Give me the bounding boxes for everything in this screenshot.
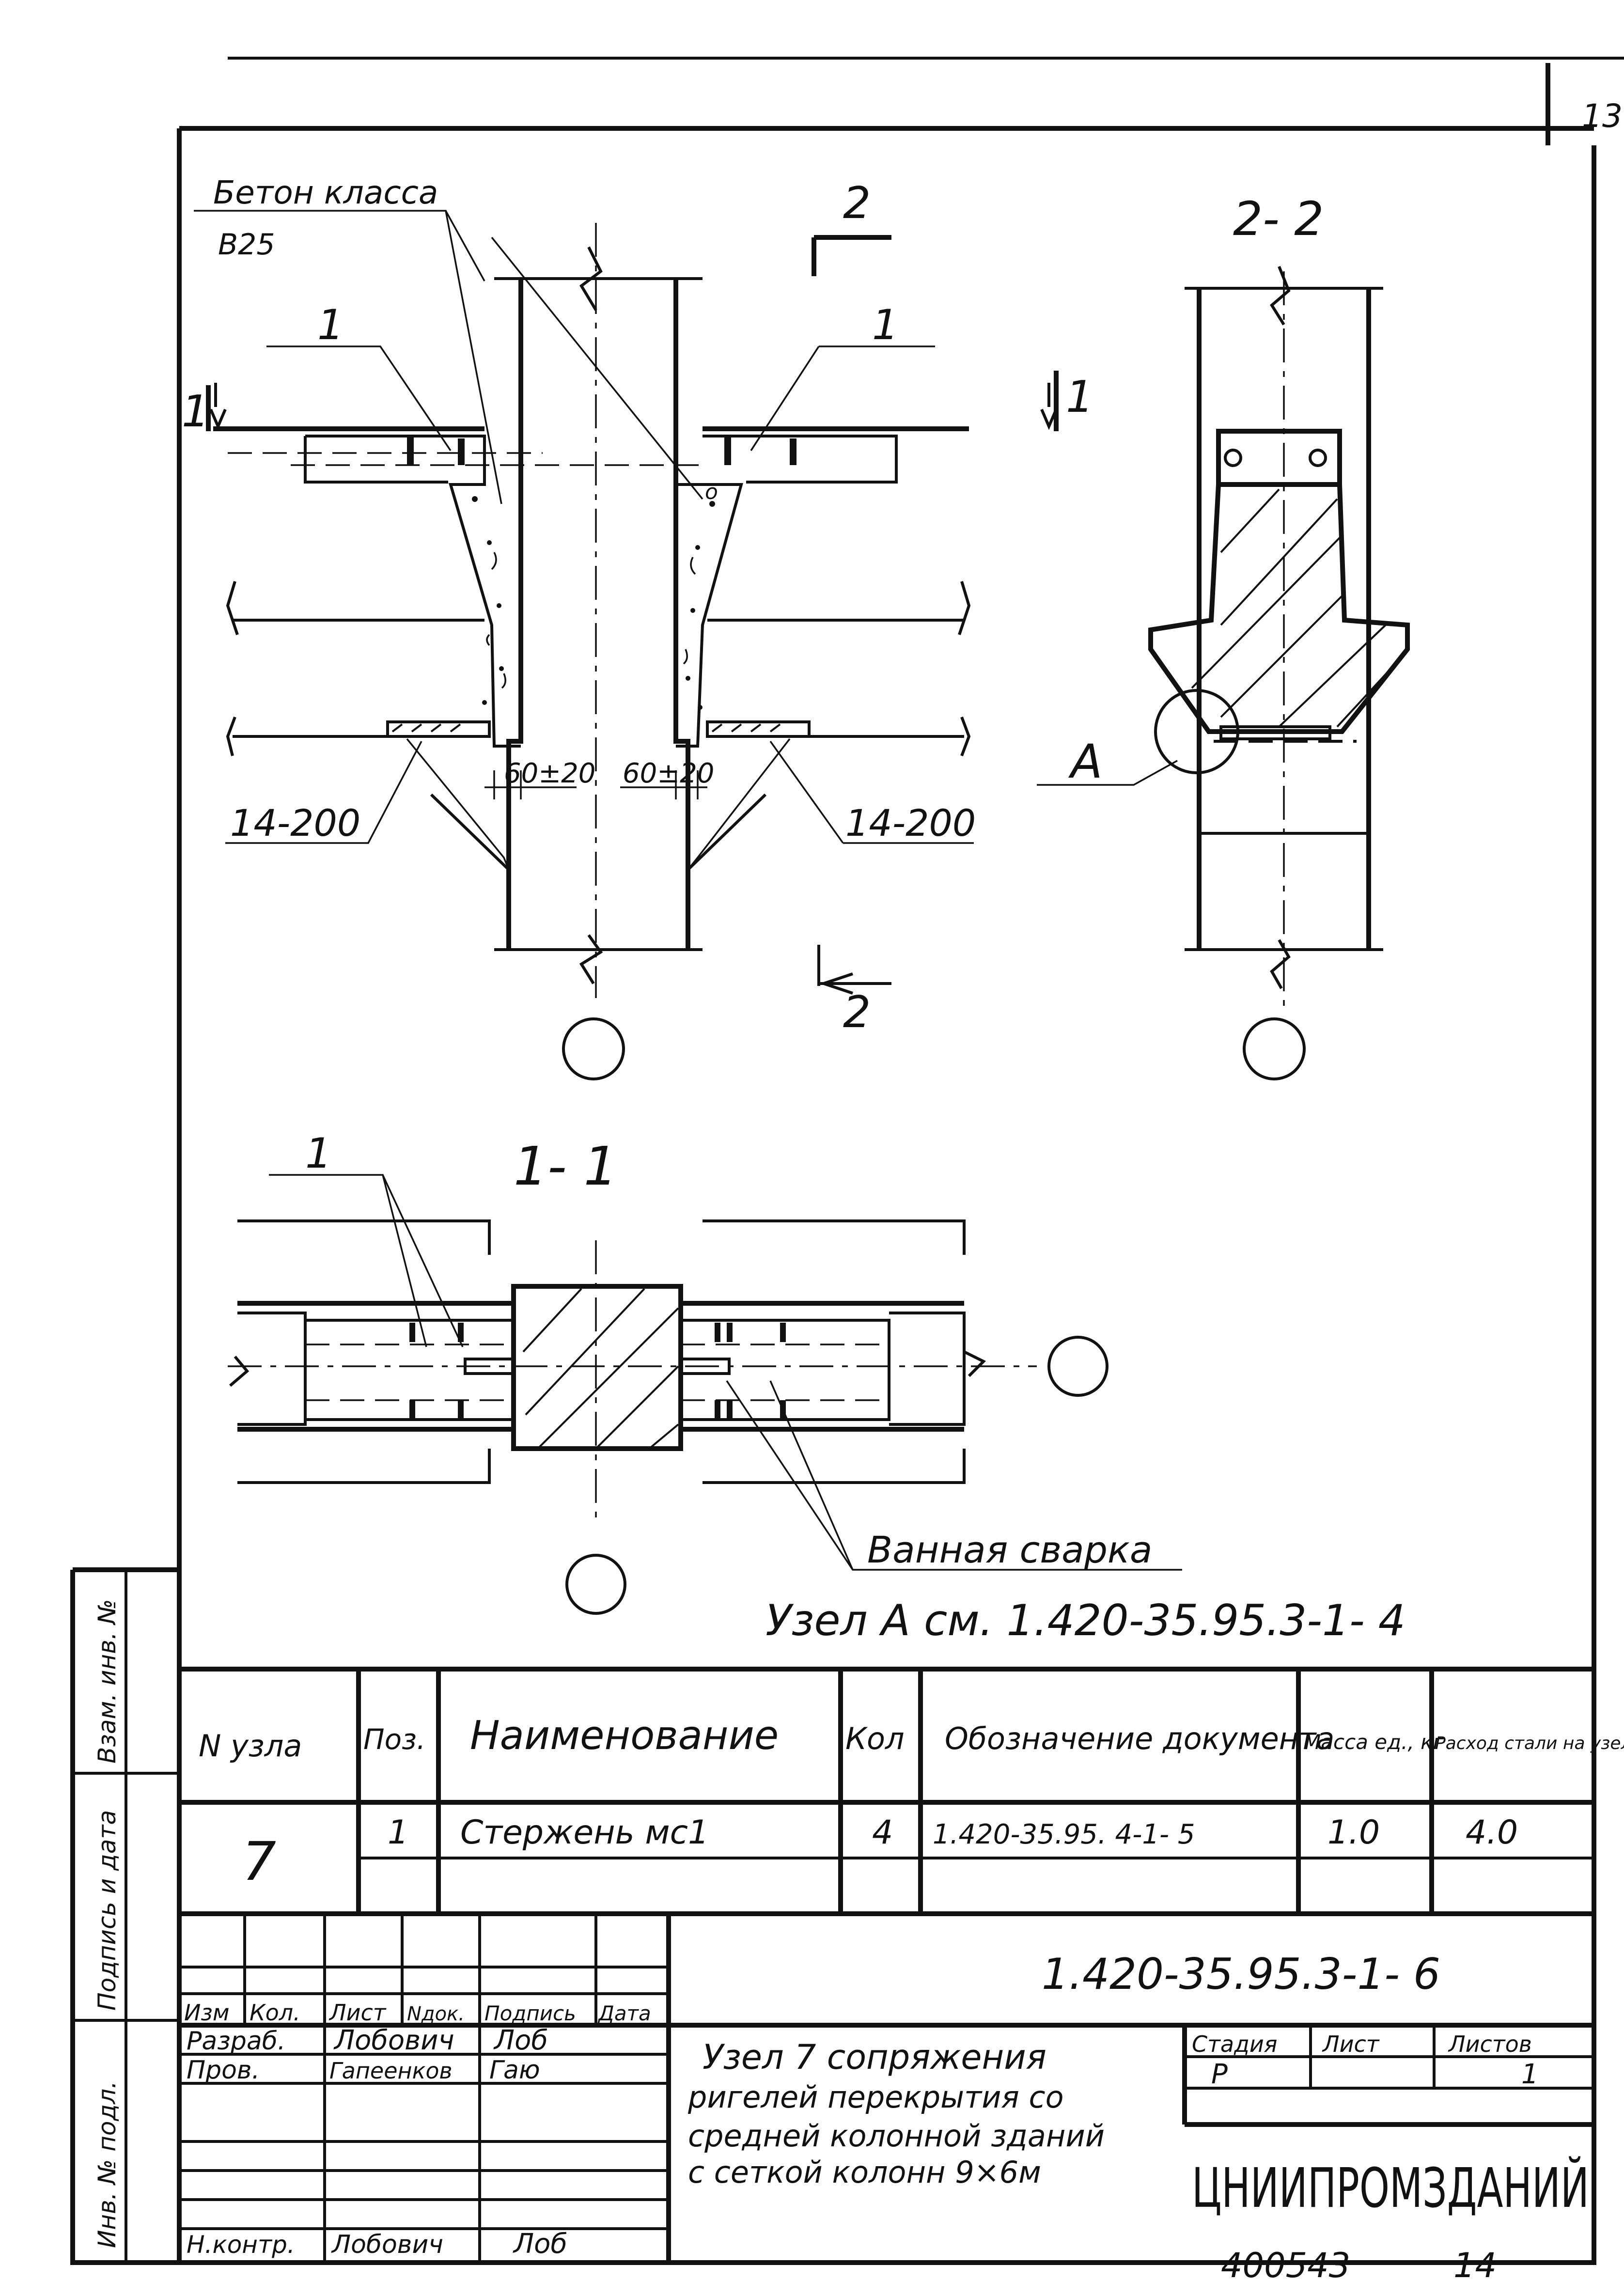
section-1-1-title: 1- 1 — [514, 1135, 618, 1197]
archive-number: 400543 — [1221, 2246, 1350, 2281]
rev-header-ndok: Nдок. — [407, 2003, 465, 2025]
role-checker: Пров. — [187, 2056, 260, 2085]
rev-header-date: Дата — [597, 2001, 651, 2025]
rev-header-kol: Кол. — [250, 2000, 300, 2026]
title-line-1: Узел 7 сопряжения — [703, 2037, 1046, 2077]
cut-mark-2-bottom: 2 — [843, 987, 871, 1038]
concrete-fill-left — [472, 496, 506, 705]
section-2-2-title: 2- 2 — [1233, 192, 1324, 246]
col-header-doc: Обозначение документа — [945, 1721, 1334, 1756]
name-checker: Гапеенков — [329, 2058, 453, 2084]
sheet-header: Лист — [1322, 2031, 1380, 2057]
col-header-pos: Поз. — [363, 1723, 425, 1756]
page-number: 14 — [1453, 2246, 1497, 2281]
concrete-void-mark: o — [705, 480, 718, 504]
rev-header-izm: Изм — [184, 2000, 230, 2026]
rev-header-list: Лист — [328, 2000, 387, 2026]
title-line-3: средней колонной зданий — [688, 2118, 1105, 2154]
node-a-circle — [1154, 689, 1239, 774]
doc-code: 1.420-35.95.3-1- 6 — [1042, 1949, 1440, 1999]
node-a-label: A — [1068, 734, 1103, 789]
elevation-view: 1 o 1 2 2 60±20 60±20 14-200 — [182, 174, 1093, 1080]
axis-bubble-elevation — [562, 1017, 625, 1080]
title-line-2: ригелей перекрытия со — [687, 2079, 1064, 2115]
rev-header-sign: Подпись — [484, 2001, 576, 2025]
col-header-name: Наименование — [470, 1713, 779, 1759]
col-header-node: N узла — [199, 1728, 302, 1764]
section-1-1-callout: 1 — [305, 1129, 332, 1178]
row-1-mass: 1.0 — [1327, 1813, 1380, 1852]
axis-bubble-plan-bottom — [565, 1554, 626, 1615]
sheets-header: Листов — [1448, 2031, 1532, 2057]
section-mark-1-right: 1 — [1066, 372, 1093, 422]
mesh-callout-right: 14-200 — [845, 801, 976, 844]
spec-table: N узла Поз. Наименование Кол Обозначение… — [179, 1667, 1624, 1916]
cut-mark-2-top: 2 — [843, 178, 871, 229]
axis-bubble-plan-right — [1047, 1336, 1109, 1397]
sign-norm-control: Лоб — [513, 2228, 567, 2260]
name-norm-control: Лобович — [331, 2230, 443, 2259]
sheets-value: 1 — [1521, 2059, 1539, 2090]
row-1-doc: 1.420-35.95. 4-1- 5 — [933, 1819, 1195, 1850]
organization-name: ЦНИИПРОМЗДАНИЙ — [1192, 2156, 1589, 2220]
col-header-steel: Расход стали на узел кг — [1435, 1734, 1624, 1753]
position-callout-right: 1 — [872, 301, 899, 349]
role-norm-control: Н.контр. — [187, 2231, 295, 2259]
row-1-pos: 1 — [388, 1813, 408, 1852]
title-block: 1.420-35.95.3-1- 6 Изм Кол. Лист Nдок. П… — [179, 1914, 1594, 2281]
concrete-label-line1: Бетон класса — [213, 174, 438, 211]
dimension-right: 60±20 — [623, 758, 714, 789]
section-2-2: 2- 2 A — [1037, 192, 1410, 1080]
stage-header: Стадия — [1192, 2031, 1277, 2057]
col-header-mass: Масса ед., кг — [1303, 1730, 1444, 1754]
sign-checker: Гаю — [489, 2056, 540, 2085]
dimension-left: 60±20 — [504, 758, 595, 789]
position-callout-left: 1 — [317, 301, 344, 349]
concrete-fill-right — [683, 501, 715, 710]
section-1-1: 1- 1 1 Ванная сварк — [228, 1129, 1182, 1615]
weld-label: Ванная сварка — [867, 1528, 1152, 1571]
sign-developer: Лоб — [493, 2025, 548, 2056]
row-1-steel: 4.0 — [1466, 1813, 1518, 1852]
col-header-qty: Кол — [845, 1721, 905, 1756]
concrete-label-line2: B25 — [218, 228, 275, 262]
side-stamp: Взам. инв. № Подпись и дата Инв. № подл. — [70, 1567, 179, 2265]
sheet-number: 13 — [1582, 97, 1623, 135]
mesh-callout-left: 14-200 — [230, 801, 360, 844]
role-developer: Разраб. — [187, 2027, 285, 2056]
row-1-name: Стержень мс1 — [460, 1813, 709, 1852]
side-stamp-inv-orig: Инв. № подл. — [93, 2081, 121, 2248]
row-1-qty: 4 — [872, 1813, 893, 1852]
section-mark-1-left: 1 — [182, 386, 209, 437]
axis-bubble-section — [1243, 1017, 1306, 1080]
node-reference: Узел A см. 1.420-35.95.3-1- 4 — [765, 1595, 1405, 1645]
title-line-4: с сеткой колонн 9×6м — [688, 2155, 1041, 2190]
stage-value: Р — [1211, 2059, 1228, 2090]
side-stamp-replace-inv: Взам. инв. № — [93, 1599, 121, 1764]
node-number: 7 — [242, 1830, 276, 1892]
name-developer: Лобович — [333, 2025, 454, 2056]
side-stamp-sign-date: Подпись и дата — [93, 1810, 121, 2011]
sheet-frame: 13 — [126, 57, 1624, 2265]
